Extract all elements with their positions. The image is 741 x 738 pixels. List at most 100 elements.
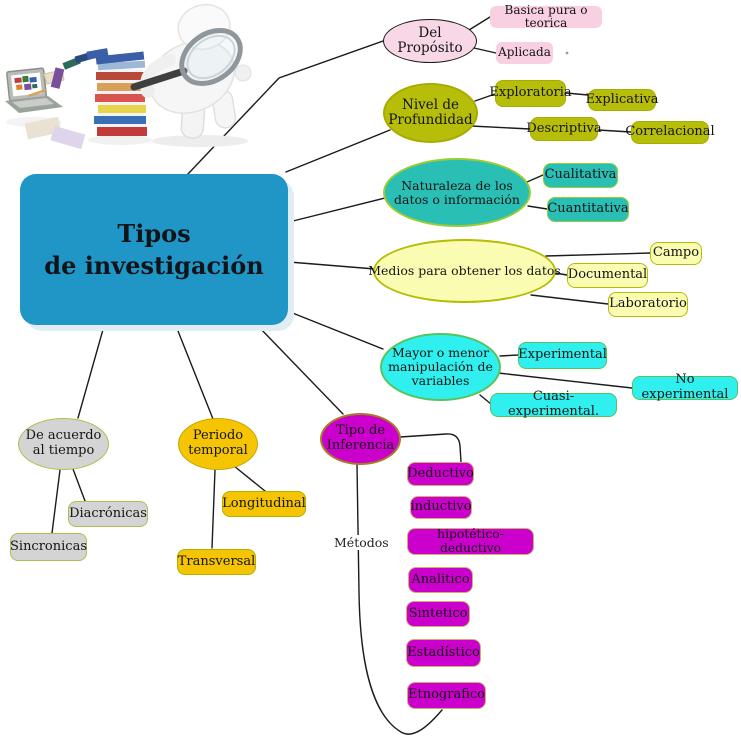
- connector-metodos-curve: [356, 464, 443, 735]
- leaf-label: Exploratoria: [489, 85, 572, 101]
- branch-del-proposito[interactable]: Del Propósito: [383, 19, 477, 63]
- leaf-no-experimental[interactable]: No experimental: [632, 372, 738, 402]
- leaf-label: Basica pura o teorica: [504, 2, 588, 30]
- connector-nivel: [285, 129, 391, 173]
- stray-dot: [565, 51, 569, 55]
- leaf-label: Correlacional: [625, 124, 715, 140]
- leaf-label: Aplicada: [498, 45, 551, 60]
- connector-experimental: [499, 354, 519, 357]
- leaf-label: Diacrónicas: [69, 505, 147, 521]
- branch-label: Nivel de Profundidad: [388, 96, 473, 128]
- branch-label: Tipo de Inferencia: [326, 423, 395, 453]
- connector-medios: [288, 261, 376, 270]
- leaf-deductivo[interactable]: Deductivo: [407, 462, 474, 486]
- leaf-label: hipotético-deductivo: [437, 526, 504, 555]
- branch-label: De acuerdo al tiempo: [25, 428, 102, 458]
- leaf-label: Cualitativa: [544, 167, 617, 183]
- leaf-basica-pura-o-teorica[interactable]: Basica pura o teorica: [490, 2, 602, 30]
- leaf-transversal[interactable]: Transversal: [177, 549, 256, 575]
- books-stack-icon: [94, 51, 147, 136]
- branch-label: Medios para obtener los datos: [368, 263, 561, 278]
- leaf-label: Transversal: [177, 553, 256, 569]
- leaf-label: Cuasi-experimental.: [507, 389, 600, 419]
- leaf-label: No experimental: [641, 372, 729, 402]
- leaf-experimental[interactable]: Experimental: [518, 342, 607, 369]
- connector-cuasi-experimental: [479, 394, 492, 405]
- branch-tipo-de-inferencia[interactable]: Tipo de Inferencia: [320, 413, 401, 465]
- central-topic-title: Tipos de investigación: [44, 218, 263, 280]
- branch-label: Periodo temporal: [188, 428, 248, 458]
- leaf-analitico[interactable]: Analitico: [408, 567, 473, 593]
- leaf-inductivo[interactable]: inductivo: [410, 496, 472, 519]
- leaf-label: Etnografico: [408, 687, 485, 703]
- leaf-estadistico[interactable]: Estadístico: [406, 639, 481, 667]
- branch-naturaleza-de-los-datos[interactable]: Naturaleza de los datos o información: [383, 158, 531, 227]
- leaf-aplicada[interactable]: Aplicada: [496, 42, 553, 64]
- connector-periodo: [175, 325, 214, 420]
- leaf-label: inductivo: [410, 499, 472, 515]
- leaf-etnografico[interactable]: Etnografico: [407, 682, 486, 709]
- connector-manipulacion: [289, 311, 384, 350]
- leaf-diacronicas[interactable]: Diacrónicas: [68, 501, 148, 527]
- connector-explicativa: [565, 92, 589, 96]
- central-title-line1: Tipos: [117, 219, 191, 249]
- leaf-campo[interactable]: Campo: [650, 242, 702, 265]
- connector-exploratoria: [474, 93, 496, 102]
- leaf-label: Experimental: [518, 347, 607, 363]
- connector-deductivo: [399, 433, 462, 463]
- connector-tiempo: [77, 325, 105, 419]
- branch-periodo-temporal[interactable]: Periodo temporal: [178, 418, 258, 470]
- leaf-sincronicas[interactable]: Sincronicas: [10, 533, 87, 561]
- branch-mayor-o-menor-manipulacion[interactable]: Mayor o menor manipulación de variables: [380, 333, 501, 401]
- connector-transversal: [211, 469, 216, 549]
- leaf-label: Deductivo: [407, 465, 474, 481]
- leaf-descriptiva[interactable]: Descriptiva: [526, 117, 602, 141]
- branch-de-acuerdo-al-tiempo[interactable]: De acuerdo al tiempo: [18, 418, 109, 470]
- connector-documental: [554, 272, 568, 276]
- laptop-icon: [5, 67, 65, 113]
- leaf-sintetico[interactable]: Sintetico: [406, 601, 470, 627]
- branch-label: Naturaleza de los datos o información: [394, 177, 520, 207]
- leaf-label: Explicativa: [585, 91, 659, 107]
- branch-nivel-de-profundidad[interactable]: Nivel de Profundidad: [383, 83, 478, 143]
- central-title-line2: de investigación: [44, 250, 264, 280]
- leaf-label: Longitudinal: [222, 495, 306, 511]
- leaf-cualitativa[interactable]: Cualitativa: [543, 163, 618, 188]
- leaf-cuasi-experimental[interactable]: Cuasi-experimental.: [490, 389, 617, 419]
- connector-no-experimental: [497, 372, 633, 389]
- leaf-label: Descriptiva: [526, 120, 602, 136]
- leaf-explicativa[interactable]: Explicativa: [585, 89, 659, 111]
- connector-correlacional: [597, 129, 632, 133]
- branch-medios-para-obtener-los-datos[interactable]: Medios para obtener los datos: [368, 239, 561, 303]
- connector-cualitativa: [526, 174, 544, 183]
- connector-naturaleza: [288, 197, 386, 223]
- leaf-documental[interactable]: Documental: [567, 263, 648, 288]
- figure-icon: [140, 3, 252, 139]
- edge-label-metodos: Métodos: [334, 535, 389, 550]
- leaf-label: Campo: [652, 245, 700, 261]
- connector-longitudinal: [233, 465, 266, 492]
- leaf-label: Sintetico: [408, 605, 468, 621]
- leaf-cuantitativa[interactable]: Cuantitativa: [547, 197, 629, 222]
- leaf-label: Sincronicas: [10, 538, 87, 554]
- connector-descriptiva: [470, 125, 531, 130]
- magnifying-glass-icon: [130, 28, 243, 91]
- leaf-laboratorio[interactable]: Laboratorio: [608, 292, 688, 317]
- papers-icon: [24, 116, 86, 150]
- connector-cuantitativa: [527, 205, 548, 210]
- leaf-label: Cuantitativa: [547, 201, 629, 217]
- connector-aplicada: [473, 47, 497, 54]
- connector-diacronicas: [72, 468, 86, 502]
- central-topic[interactable]: Tipos de investigación: [20, 174, 288, 325]
- connector-sincronicas: [51, 469, 61, 534]
- leaf-label: Laboratorio: [609, 296, 687, 312]
- leaf-label: Analitico: [411, 571, 470, 587]
- leaf-hipotetico-deductivo[interactable]: hipotético-deductivo: [407, 526, 534, 555]
- connector-inferencia: [257, 325, 344, 415]
- leaf-exploratoria[interactable]: Exploratoria: [489, 80, 572, 107]
- leaf-longitudinal[interactable]: Longitudinal: [222, 491, 306, 517]
- connector-basica: [468, 16, 491, 31]
- branch-label: Del Propósito: [397, 24, 463, 56]
- leaf-correlacional[interactable]: Correlacional: [625, 121, 715, 144]
